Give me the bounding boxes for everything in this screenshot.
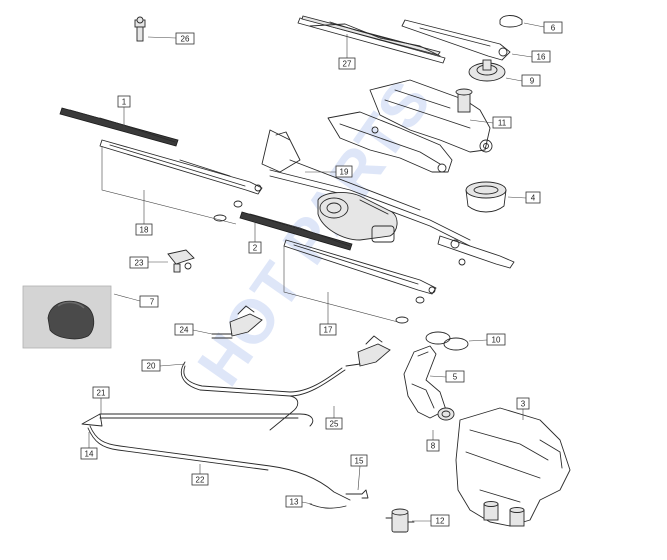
callout-20: 20 — [141, 359, 161, 372]
part-23-connector — [167, 249, 195, 273]
part-2-front-wiper-blade — [239, 211, 353, 251]
callout-9: 9 — [521, 74, 541, 87]
callout-12: 12 — [430, 514, 450, 527]
svg-text:11: 11 — [498, 119, 507, 128]
callout-3: 3 — [516, 397, 530, 410]
svg-text:16: 16 — [537, 53, 546, 62]
callout-5: 5 — [445, 370, 465, 383]
part-4-grommet — [465, 181, 507, 213]
svg-text:22: 22 — [196, 476, 205, 485]
washer-nozzle-rear — [345, 335, 391, 367]
callout-18: 18 — [135, 223, 153, 236]
svg-text:18: 18 — [140, 226, 149, 235]
svg-text:19: 19 — [340, 168, 349, 177]
part-27-rear-wiper-blade — [297, 15, 446, 64]
part-9-grommet — [468, 59, 506, 82]
svg-text:1: 1 — [122, 98, 127, 107]
callout-2: 2 — [248, 241, 262, 254]
part-3-washer-reservoir — [455, 407, 571, 527]
callout-22: 22 — [191, 473, 209, 486]
svg-text:7: 7 — [150, 298, 155, 307]
callout-6: 6 — [543, 21, 563, 34]
part-13-hose-segment — [309, 503, 347, 509]
callout-24: 24 — [174, 323, 194, 336]
part-8-grommet — [437, 407, 455, 421]
svg-text:24: 24 — [180, 326, 189, 335]
callout-8: 8 — [426, 439, 440, 452]
part-18-front-wiper-arm — [99, 139, 263, 222]
svg-text:6: 6 — [551, 24, 556, 33]
part-6-cap — [499, 15, 523, 28]
svg-text:25: 25 — [330, 420, 339, 429]
svg-text:4: 4 — [531, 194, 536, 203]
part-26-fitting — [134, 16, 146, 42]
svg-text:27: 27 — [343, 60, 352, 69]
svg-text:15: 15 — [355, 457, 364, 466]
callout-11: 11 — [492, 116, 512, 129]
part-5-filler-neck — [403, 345, 447, 419]
callout-4: 4 — [525, 191, 541, 204]
callout-15: 15 — [350, 454, 368, 467]
washer-hose-assembly — [180, 361, 346, 431]
part-1-front-wiper-blade — [59, 107, 179, 147]
svg-text:20: 20 — [147, 362, 156, 371]
callout-10: 10 — [486, 333, 506, 346]
callout-21: 21 — [92, 386, 110, 399]
part-16-rear-wiper-arm — [401, 19, 511, 61]
callout-19: 19 — [335, 165, 353, 178]
callout-17: 17 — [319, 323, 337, 336]
part-12-washer-pump — [385, 508, 415, 533]
part-10-seal-ring — [425, 331, 469, 351]
callout-14: 14 — [80, 447, 98, 460]
svg-text:2: 2 — [253, 244, 258, 253]
svg-text:12: 12 — [436, 517, 445, 526]
svg-text:17: 17 — [324, 326, 333, 335]
svg-text:14: 14 — [85, 450, 94, 459]
callout-13: 13 — [285, 495, 303, 508]
rear-motor-bracket — [327, 111, 453, 173]
callout-16: 16 — [531, 50, 551, 63]
callout-25: 25 — [325, 417, 343, 430]
washer-long-hose — [81, 413, 351, 501]
callout-7: 7 — [139, 295, 159, 308]
callout-1: 1 — [117, 95, 131, 108]
svg-text:23: 23 — [135, 259, 144, 268]
part-11-rear-wiper-motor — [369, 79, 493, 153]
part-15-connector — [345, 489, 369, 499]
svg-text:8: 8 — [431, 442, 436, 451]
svg-text:3: 3 — [521, 400, 526, 409]
svg-text:21: 21 — [97, 389, 106, 398]
svg-text:5: 5 — [453, 373, 458, 382]
photo-inset-cap — [22, 285, 112, 349]
svg-text:10: 10 — [492, 336, 501, 345]
svg-text:9: 9 — [530, 77, 535, 86]
svg-text:13: 13 — [290, 498, 299, 507]
callout-26: 26 — [175, 32, 195, 45]
front-wiper-motor — [317, 192, 398, 243]
part-24-washer-nozzle — [211, 305, 263, 339]
callout-23: 23 — [129, 256, 149, 269]
svg-text:26: 26 — [181, 35, 190, 44]
callout-27: 27 — [338, 57, 356, 70]
